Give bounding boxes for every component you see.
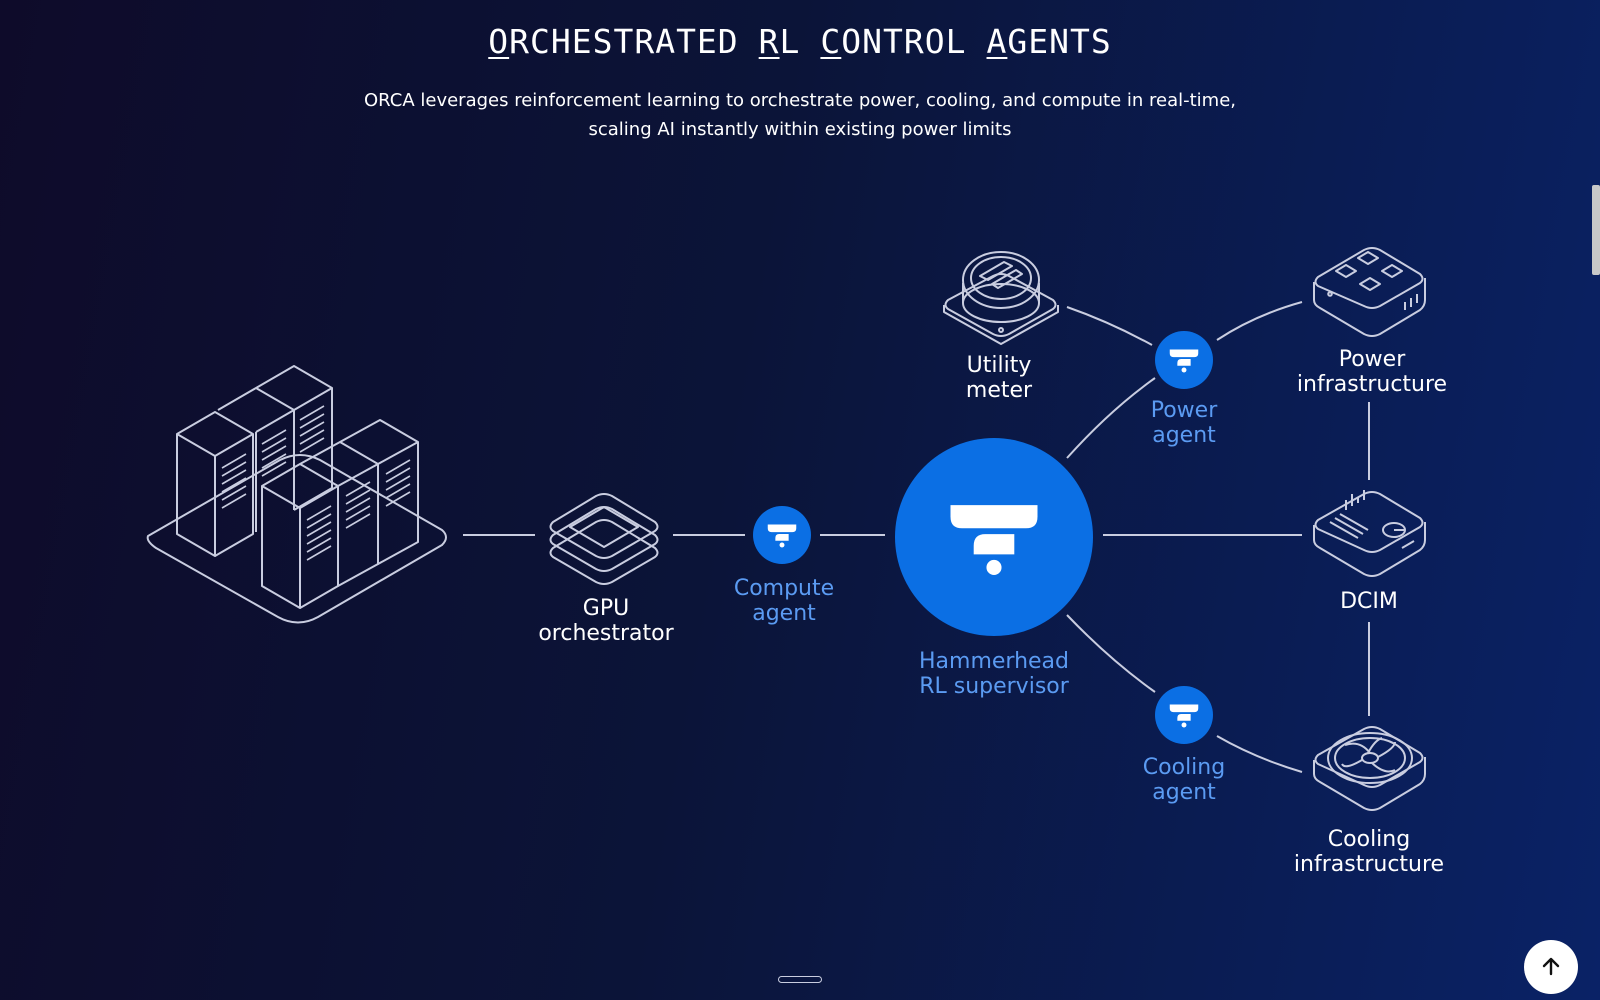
page-subtitle: ORCA leverages reinforcement learning to… (363, 90, 1236, 140)
title-word: ORCHESTRATED (488, 22, 739, 61)
supervisor-node (895, 438, 1093, 636)
scrollbar-thumb[interactable] (1592, 185, 1600, 275)
compute-agent-node (753, 506, 811, 564)
server-racks-icon (146, 365, 447, 624)
page-title: ORCHESTRATED RL CONTROL AGENTS (0, 22, 1600, 61)
power-agent-node (1155, 331, 1213, 389)
utility-meter-label: Utility meter (965, 353, 1033, 403)
title-word: AGENTS (986, 22, 1112, 61)
page-scrollbar[interactable] (1592, 0, 1600, 1000)
power-infrastructure-label: Power infrastructure (1296, 347, 1448, 397)
power-outlet-icon (1313, 247, 1426, 337)
cooling-agent-node (1155, 686, 1213, 744)
gpu-orchestrator-label: GPU orchestrator (538, 596, 674, 646)
dcim-label: DCIM (1340, 589, 1398, 614)
title-word: RL (758, 22, 801, 61)
power-agent-label: Power agent (1150, 398, 1218, 448)
cooling-agent-label: Cooling agent (1142, 755, 1226, 805)
supervisor-label: Hammerhead RL supervisor (918, 649, 1070, 699)
cooling-infrastructure-label: Cooling infrastructure (1293, 827, 1445, 877)
fan-icon (1313, 726, 1426, 811)
dashboard-icon (1313, 490, 1426, 577)
arrow-up-icon (1542, 957, 1560, 976)
layers-icon (549, 493, 659, 585)
compute-agent-label: Compute agent (733, 576, 835, 626)
home-indicator (778, 976, 822, 983)
back-to-top-button[interactable] (1524, 940, 1578, 994)
utility-meter-icon (943, 251, 1059, 345)
connector-lines (463, 301, 1370, 773)
title-word: CONTROL (820, 22, 967, 61)
